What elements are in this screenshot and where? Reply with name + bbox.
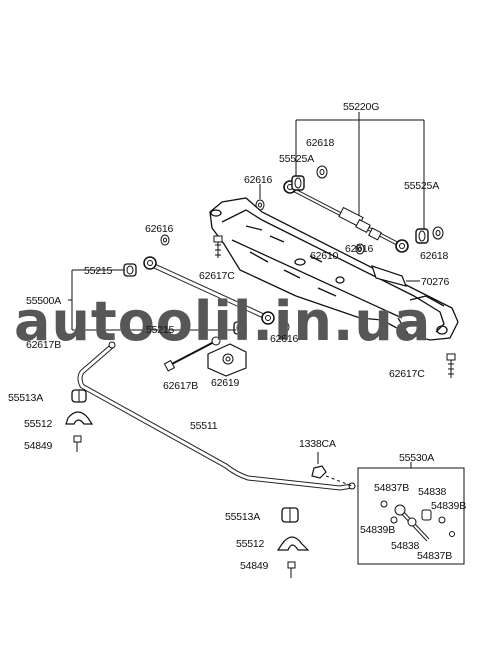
- leader-55500A: [68, 269, 236, 331]
- bracket-70276: [371, 265, 420, 287]
- label-62617B-left: 62617B: [26, 339, 62, 351]
- nut-1338CA: [311, 452, 353, 487]
- label-54839B-right: 54839B: [431, 500, 467, 512]
- label-62619: 62619: [211, 377, 240, 389]
- label-55513A-left: 55513A: [8, 392, 44, 404]
- watermark-text: autoolil.in.ua: [14, 290, 432, 353]
- label-55215-lower: 55215: [146, 324, 175, 336]
- crossmember-62610: [209, 197, 459, 341]
- leader-55220G: [295, 112, 425, 232]
- lower-arm-55215: [143, 256, 275, 325]
- label-62616-left: 62616: [145, 223, 174, 235]
- clamp-55512-left: [65, 411, 94, 425]
- label-62617C-upper: 62617C: [199, 270, 235, 282]
- bushing-55513A-right: [281, 507, 299, 523]
- label-54839B-left: 54839B: [360, 524, 396, 536]
- label-54849-right: 54849: [240, 560, 269, 572]
- label-55511: 55511: [190, 420, 218, 432]
- label-55500A: 55500A: [26, 295, 62, 307]
- label-62618-top: 62618: [306, 137, 335, 149]
- label-54849-left: 54849: [24, 440, 53, 452]
- label-62616-mid: 62616: [345, 243, 374, 255]
- bolt-54849-right: [287, 561, 296, 578]
- washer-62618-right: [432, 226, 444, 240]
- label-62618-right: 62618: [420, 250, 449, 262]
- bushing-55513A-left: [71, 389, 87, 403]
- label-54838-bottom: 54838: [391, 540, 420, 552]
- bushing-55215-right: [233, 321, 247, 335]
- upper-arm-55220G: [283, 180, 409, 253]
- label-55512-right: 55512: [236, 538, 265, 550]
- label-55530A: 55530A: [399, 452, 435, 464]
- bolt-62617B: [163, 336, 221, 372]
- label-62610: 62610: [310, 250, 339, 262]
- washer-62618-top: [316, 165, 328, 179]
- label-62616-lower: 62616: [270, 333, 299, 345]
- washer-62616-mid: [355, 243, 365, 255]
- label-54837B-top: 54837B: [374, 482, 410, 494]
- bushing-55525A-left: [291, 175, 305, 191]
- label-62617B: 62617B: [163, 380, 199, 392]
- label-54837B-bottom: 54837B: [417, 550, 453, 562]
- bushing-55215-left: [123, 263, 137, 277]
- label-62617C-lower: 62617C: [389, 368, 425, 380]
- label-55220G: 55220G: [343, 101, 380, 113]
- bolt-62617C-lower: [446, 353, 456, 378]
- label-55513A-right: 55513A: [225, 511, 261, 523]
- link-kit-box-55530A: [357, 462, 465, 565]
- washer-62616-lower: [160, 234, 290, 333]
- label-55512-left: 55512: [24, 418, 53, 430]
- label-55525A-right: 55525A: [404, 180, 440, 192]
- bracket-62619: [207, 343, 247, 377]
- clamp-55512-right: [276, 536, 310, 551]
- label-55525A-left: 55525A: [279, 153, 315, 165]
- label-55215-upper: 55215: [84, 265, 113, 277]
- label-70276: 70276: [421, 276, 450, 288]
- bushing-55525A-right: [415, 228, 429, 244]
- bolt-62617C-upper: [213, 235, 223, 258]
- label-62616-top: 62616: [244, 174, 273, 186]
- bolt-54849-left: [73, 435, 82, 452]
- label-54838-top: 54838: [418, 486, 447, 498]
- stabilizer-bar-55511: [77, 341, 356, 491]
- label-1338CA: 1338CA: [299, 438, 336, 450]
